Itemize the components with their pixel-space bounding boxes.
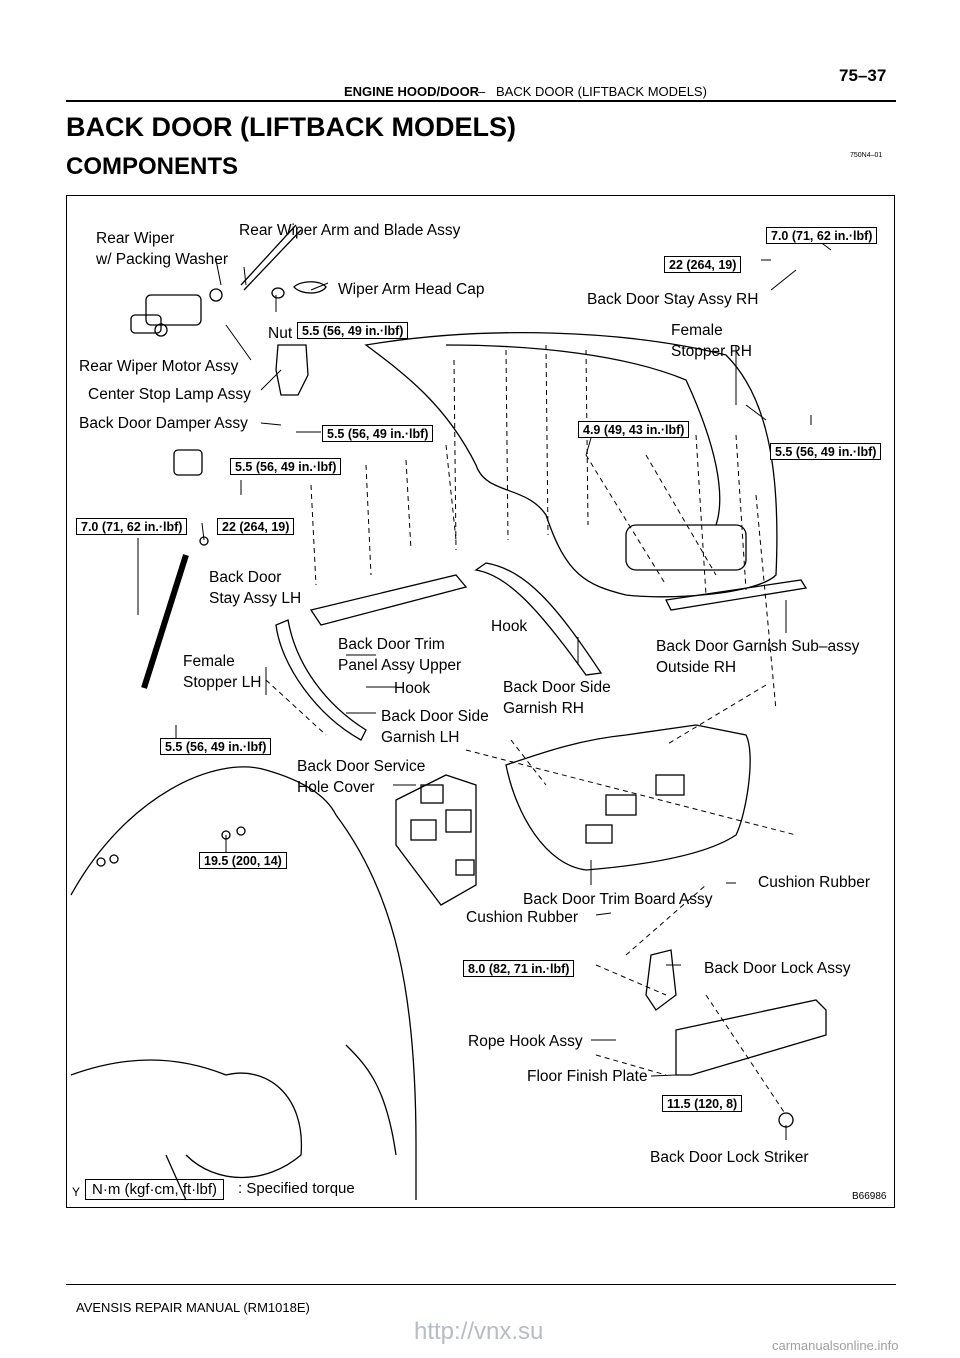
- page-number: 75–37: [839, 66, 887, 85]
- label-rear-wiper-motor: Rear Wiper Motor Assy: [79, 358, 239, 375]
- label-female-stopper-rh-line2: Stopper RH: [671, 343, 752, 360]
- label-trim-upper-line2: Panel Assy Upper: [338, 657, 462, 674]
- side-garnish-rh-part: [474, 562, 603, 676]
- label-stay-rh: Back Door Stay Assy RH: [587, 291, 759, 308]
- lock-assy-part: [645, 949, 677, 1011]
- torque-stopper-rh: 5.5 (56, 49 in.·lbf): [770, 443, 882, 460]
- label-stay-lh-line1: Back Door: [209, 569, 282, 586]
- label-lock-assy: Back Door Lock Assy: [704, 960, 851, 977]
- torque-nut: 5.5 (56, 49 in.·lbf): [297, 322, 409, 339]
- label-female-stopper-lh-line1: Female: [183, 653, 235, 670]
- label-hook-upper: Hook: [491, 618, 528, 635]
- striker-part: [778, 1112, 794, 1128]
- label-side-garnish-lh-line1: Back Door Side: [381, 708, 489, 725]
- wiper-motor-part: [130, 294, 202, 337]
- torque-stop-lamp: 5.5 (56, 49 in.·lbf): [322, 425, 434, 442]
- torque-door-bolt: 4.9 (49, 43 in.·lbf): [578, 421, 690, 438]
- label-service-hole-line2: Hole Cover: [297, 779, 375, 796]
- floor-finish-part: [675, 999, 827, 1076]
- label-side-garnish-rh-line1: Back Door Side: [503, 679, 611, 696]
- label-side-garnish-rh-line2: Garnish RH: [503, 700, 584, 717]
- label-back-door-damper: Back Door Damper Assy: [79, 415, 248, 432]
- diagram-id: B66986: [852, 1191, 887, 1202]
- label-wiper-arm-blade: Rear Wiper Arm and Blade Assy: [239, 222, 461, 239]
- label-rope-hook: Rope Hook Assy: [468, 1033, 583, 1050]
- page-title: BACK DOOR (LIFTBACK MODELS): [66, 112, 516, 142]
- torque-stay-rh-bolt: 22 (264, 19): [664, 256, 742, 273]
- torque-hinge: 19.5 (200, 14): [199, 852, 287, 869]
- label-female-stopper-lh-line2: Stopper LH: [183, 674, 262, 691]
- label-female-stopper-rh-line1: Female: [671, 322, 723, 339]
- header-subsection: BACK DOOR (LIFTBACK MODELS): [496, 84, 707, 99]
- side-garnish-lh-part: [275, 619, 367, 741]
- footer-rule: [66, 1284, 896, 1285]
- footer-manual: AVENSIS REPAIR MANUAL (RM1018E): [76, 1300, 310, 1315]
- hinge-bolts: [96, 826, 246, 867]
- torque-damper: 5.5 (56, 49 in.·lbf): [230, 458, 342, 475]
- header-separator: –: [478, 84, 486, 99]
- components-diagram: [66, 195, 895, 1208]
- back-door-shell: [364, 332, 778, 598]
- label-hook-lower: Hook: [394, 680, 431, 697]
- label-trim-upper-line1: Back Door Trim: [338, 636, 445, 653]
- torque-striker: 11.5 (120, 8): [662, 1095, 743, 1112]
- footer-site[interactable]: carmanualsonline.info: [772, 1338, 899, 1353]
- label-stay-lh-line2: Stay Assy LH: [209, 590, 302, 607]
- header-section: ENGINE HOOD/DOOR: [344, 84, 480, 99]
- torque-stay-lh-top: 7.0 (71, 62 in.·lbf): [76, 518, 188, 535]
- corner-mark: Y: [72, 1185, 81, 1199]
- label-trim-board: Back Door Trim Board Assy: [523, 891, 713, 908]
- label-floor-finish: Floor Finish Plate: [527, 1068, 648, 1085]
- label-rear-wiper: Rear Wiper: [96, 230, 175, 247]
- garnish-outside-part: [665, 579, 808, 611]
- car-silhouette: [70, 766, 417, 1201]
- stay-lh-part: [141, 554, 189, 689]
- torque-lock: 8.0 (82, 71 in.·lbf): [463, 960, 575, 977]
- label-packing-washer: w/ Packing Washer: [96, 251, 229, 268]
- label-lock-striker: Back Door Lock Striker: [650, 1149, 809, 1166]
- header-rule: [66, 100, 896, 102]
- label-cushion-rubber-right: Cushion Rubber: [758, 874, 871, 891]
- torque-stay-lh-bolt: 22 (264, 19): [217, 518, 295, 535]
- torque-stay-rh-top: 7.0 (71, 62 in.·lbf): [766, 227, 878, 244]
- trim-upper-part: [309, 574, 468, 626]
- section-subtitle: COMPONENTS: [66, 153, 239, 180]
- label-wiper-arm-head-cap: Wiper Arm Head Cap: [338, 281, 485, 298]
- exploded-view-artwork: [70, 224, 832, 1201]
- torque-stopper-lh: 5.5 (56, 49 in.·lbf): [160, 738, 272, 755]
- footer-watermark[interactable]: http://vnx.su: [414, 1318, 544, 1345]
- trim-board-part: [505, 724, 751, 871]
- damper-part: [173, 449, 203, 476]
- label-garnish-outside-line1: Back Door Garnish Sub–assy: [656, 638, 860, 655]
- legend-unit-box: N·m (kgf·cm, ft·lbf): [85, 1179, 224, 1200]
- legend-text: : Specified torque: [238, 1180, 355, 1197]
- label-service-hole-line1: Back Door Service: [297, 758, 426, 775]
- figure-code: 750N4–01: [850, 152, 883, 159]
- label-side-garnish-lh-line2: Garnish LH: [381, 729, 460, 746]
- label-cushion-rubber-left: Cushion Rubber: [466, 909, 579, 926]
- label-garnish-outside-line2: Outside RH: [656, 659, 737, 676]
- wiper-arm: [240, 224, 302, 291]
- label-nut: Nut: [268, 325, 293, 342]
- stop-lamp-part: [275, 344, 309, 396]
- label-center-stop-lamp: Center Stop Lamp Assy: [88, 386, 251, 403]
- service-hole-frame: [395, 774, 477, 906]
